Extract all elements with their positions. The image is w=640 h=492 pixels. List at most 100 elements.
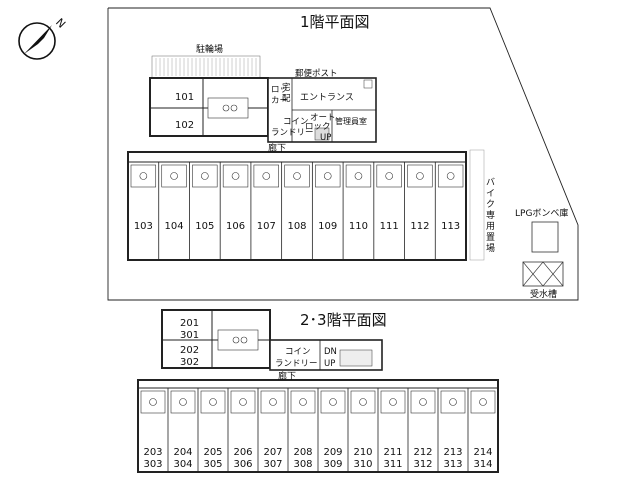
sink-icon — [269, 398, 277, 406]
common-area-1f: 郵便ポスト エントランス 宅 配 ロッ カー コイン ランドリー オート ロック… — [267, 68, 377, 143]
bike-parking-label-char: 場 — [486, 242, 495, 254]
unit-number-upper: 203 — [143, 447, 162, 458]
unit-number-lower: 314 — [473, 459, 492, 470]
unit-301: 301 — [180, 330, 199, 341]
sink-icon — [293, 172, 301, 180]
unit-number-lower: 311 — [383, 459, 402, 470]
sink-icon — [209, 398, 217, 406]
manager-room-label: 管理員室 — [335, 116, 367, 126]
unit-number: 106 — [226, 221, 245, 232]
unit-number-upper: 209 — [323, 447, 342, 458]
unit-number: 103 — [134, 221, 153, 232]
bike-parking-label-char: イ — [486, 189, 495, 199]
sink-icon — [201, 172, 209, 180]
stairs-up-label: UP — [320, 133, 331, 143]
sink-icon — [262, 172, 271, 180]
unit-number-lower: 312 — [413, 459, 432, 470]
sink-icon — [446, 172, 455, 180]
unit-number: 110 — [349, 221, 368, 232]
unit-number-lower: 310 — [353, 459, 372, 470]
unit-number-upper: 208 — [293, 447, 312, 458]
entrance-label: エントランス — [300, 92, 354, 103]
unit-201: 201 — [180, 318, 199, 329]
bicycle-parking: 駐輪場 — [151, 43, 261, 79]
annex-block-1f: 101 102 — [149, 77, 269, 137]
sink-icon — [416, 172, 424, 180]
unit-number: 113 — [441, 221, 460, 232]
stairs-dn-label: DN — [324, 347, 337, 357]
stairs-up-23f-label: UP — [324, 359, 335, 369]
unit-102: 102 — [175, 120, 194, 131]
unit-202: 202 — [180, 345, 199, 356]
autolock-label-2: ロック — [305, 122, 331, 132]
unit-number-lower: 304 — [173, 459, 192, 470]
unit-number: 112 — [410, 221, 429, 232]
water-tank-label: 受水槽 — [530, 288, 557, 300]
lpg-storage-label: LPGボンベ庫 — [515, 207, 568, 219]
sink-icon — [449, 398, 457, 406]
site-boundary-1f — [107, 7, 579, 301]
sink-icon — [389, 398, 397, 406]
unit-number-lower: 306 — [233, 459, 252, 470]
coin-laundry-23f-label-2: ランドリー — [275, 359, 318, 369]
sink-icon — [419, 398, 427, 406]
unit-row-23f: 廊下 2033032043042053052063062073072083082… — [137, 370, 499, 473]
unit-number: 105 — [195, 221, 214, 232]
unit-number: 107 — [257, 221, 276, 232]
unit-number-upper: 210 — [353, 447, 372, 458]
unit-number-upper: 211 — [383, 447, 402, 458]
sink-icon — [359, 398, 367, 406]
unit-number-upper: 213 — [443, 447, 462, 458]
bike-parking-label-char: 専 — [486, 209, 495, 221]
unit-number: 104 — [165, 221, 184, 232]
bike-parking-label-char: 用 — [486, 221, 495, 232]
unit-number-lower: 309 — [323, 459, 342, 470]
unit-number-upper: 206 — [233, 447, 252, 458]
sink-icon — [479, 398, 487, 406]
delivery-locker-label-2: 配 — [282, 94, 291, 104]
annex-block-23f: 201 301 202 302 — [161, 309, 271, 369]
bike-parking-label-char: バ — [486, 177, 495, 188]
mailbox-label: 郵便ポスト — [295, 68, 338, 79]
corridor-label-1f: 廊下 — [268, 142, 286, 154]
unit-number-upper: 214 — [473, 447, 492, 458]
bike-parking-label-char: 置 — [486, 232, 495, 243]
unit-number-upper: 212 — [413, 447, 432, 458]
unit-number-upper: 205 — [203, 447, 222, 458]
lpg-storage: LPGボンベ庫 — [515, 207, 568, 253]
coin-laundry-23f-label-1: コイン — [285, 347, 311, 357]
north-compass-icon: N — [18, 16, 68, 60]
unit-number: 111 — [380, 221, 399, 232]
unit-302: 302 — [180, 357, 199, 368]
autolock-label-1: オート — [310, 113, 336, 123]
unit-number-lower: 307 — [263, 459, 282, 470]
unit-number-lower: 303 — [143, 459, 162, 470]
bike-parking-label-char: ク — [486, 199, 495, 210]
sink-icon — [323, 172, 332, 180]
sink-icon — [139, 172, 148, 180]
unit-row-1f: 廊下 103 104 105 106 107 108 109 110 111 112 113 — [127, 142, 467, 261]
sink-icon — [354, 172, 363, 180]
sink-icon — [179, 398, 187, 406]
delivery-locker-label-3: ロッ — [271, 85, 288, 95]
unit-number: 109 — [318, 221, 337, 232]
common-area-23f: コイン ランドリー DN UP — [269, 339, 383, 371]
bicycle-parking-label: 駐輪場 — [196, 43, 223, 55]
unit-number-lower: 313 — [443, 459, 462, 470]
unit-number-lower: 305 — [203, 459, 222, 470]
water-tank: 受水槽 — [522, 261, 564, 300]
coin-laundry-label-2: ランドリー — [271, 128, 314, 138]
sink-icon — [329, 398, 337, 406]
unit-number: 108 — [287, 221, 306, 232]
svg-text:N: N — [53, 16, 68, 31]
sink-icon — [231, 172, 240, 180]
floor1-title: 1階平面図 — [300, 13, 370, 31]
sink-icon — [239, 398, 247, 406]
sink-icon — [149, 398, 157, 406]
unit-101: 101 — [175, 92, 194, 103]
delivery-locker-label-4: カー — [271, 96, 288, 106]
floor23-title: 2･3階平面図 — [300, 311, 387, 329]
coin-laundry-label-1: コイン — [283, 117, 309, 127]
